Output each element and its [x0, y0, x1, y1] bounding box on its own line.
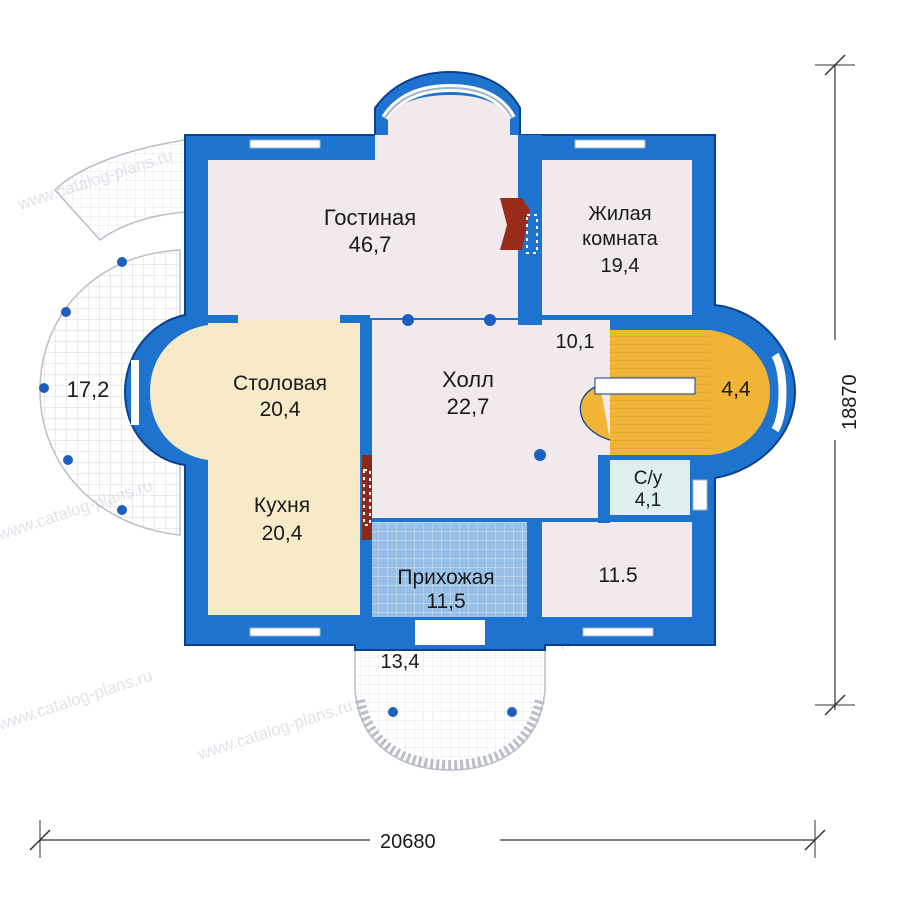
room-name-zhilaya-2: комната: [582, 228, 659, 250]
fireplace: [500, 198, 530, 250]
watermark-6: www.catalog-plans.ru: [0, 666, 155, 734]
floor-room-right: [542, 522, 692, 617]
room-name-kuhnya: Кухня: [254, 494, 310, 517]
area-terrace-left: 17,2: [67, 377, 110, 402]
watermark-8: www.catalog-plans.ru: [194, 696, 354, 764]
area-stair: 4,4: [721, 378, 751, 401]
room-area-gostinaya: 46,7: [349, 232, 392, 257]
room-area-prihozhaya: 11,5: [426, 590, 465, 613]
room-area-stolovaya: 20,4: [260, 398, 301, 421]
dimension-height-label: 18870: [839, 374, 861, 430]
room-area-holl: 22,7: [447, 394, 490, 419]
floor-hall: [372, 320, 610, 518]
area-porch: 13,4: [381, 651, 420, 673]
floor-zhilaya: [542, 160, 692, 315]
area-hall-small: 10,1: [556, 331, 595, 353]
area-room-right: 11.5: [598, 564, 637, 587]
room-name-holl: Холл: [442, 367, 494, 392]
room-area-kuhnya: 20,4: [262, 522, 303, 545]
floor-bath: [610, 460, 690, 515]
building: [123, 70, 797, 651]
room-name-zhilaya: Жилая: [588, 203, 651, 225]
room-area-su: 4,1: [635, 490, 661, 511]
room-name-stolovaya: Столовая: [233, 372, 327, 395]
room-labels: Гостиная 46,7 Жилая комната 19,4 Столова…: [67, 203, 751, 673]
dimension-height: 18870: [815, 54, 861, 716]
columns: [39, 257, 546, 717]
room-name-su: С/у: [634, 468, 663, 489]
dimension-width-label: 20680: [380, 831, 436, 853]
terrace-left: [39, 139, 186, 536]
room-area-zhilaya: 19,4: [601, 255, 640, 277]
room-name-gostinaya: Гостиная: [324, 205, 416, 230]
floor-dining-kitchen: [150, 320, 360, 615]
dimension-width: 20680: [29, 820, 826, 858]
room-name-prihozhaya: Прихожая: [397, 566, 494, 589]
porch: [354, 649, 546, 771]
floor-gostinaya: [208, 135, 520, 320]
